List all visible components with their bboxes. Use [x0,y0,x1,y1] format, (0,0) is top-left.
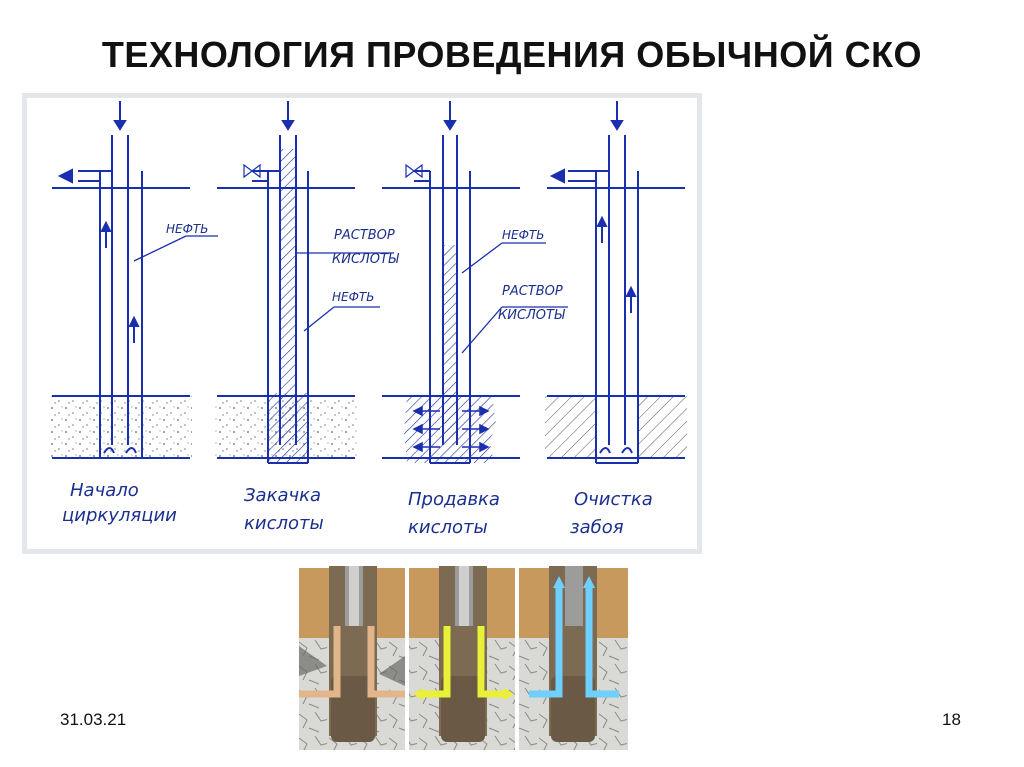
slide-date: 31.03.21 [60,710,127,729]
stage1-caption-line2: циркуляции [62,505,177,526]
acid-solution-label-line1: РАСТВОР [334,228,395,243]
stage-acid-displacement [382,101,568,464]
stage4-caption-line2: забоя [570,517,624,538]
oil-label: НЕФТЬ [502,228,545,242]
stage2-caption-line1: Закачка [244,485,321,506]
stage-acid-injection [215,101,394,464]
stage4-caption-line1: Очистка [574,489,653,510]
wellbore-illustration [297,566,630,752]
oil-label: НЕФТЬ [166,222,209,236]
wellbore-panel-acid-injection [409,566,515,750]
wellbore-panel-cleaning [519,566,628,750]
stage1-caption-line1: Начало [70,480,139,501]
acid-solution-label-line2: КИСЛОТЫ [332,252,400,267]
wellbore-panel-circulation [299,566,405,750]
slide-title: ТЕХНОЛОГИЯ ПРОВЕДЕНИЯ ОБЫЧНОЙ СКО [101,34,923,75]
stage2-caption-line2: кислоты [244,513,324,534]
acid-solution-label-line1: РАСТВОР [502,284,563,299]
stage-bottomhole-cleaning [545,101,687,464]
stage3-caption-line1: Продавка [408,489,500,510]
acid-solution-label-line2: КИСЛОТЫ [498,308,566,323]
stage3-caption-line2: кислоты [408,517,488,538]
slide-page-number: 18 [942,710,961,729]
stage-start-circulation [50,101,218,459]
oil-label: НЕФТЬ [332,290,375,304]
acid-treatment-schematic: НЕФТЬ Начало циркуляции РАСТВОР КИСЛОТЫ … [22,93,702,554]
